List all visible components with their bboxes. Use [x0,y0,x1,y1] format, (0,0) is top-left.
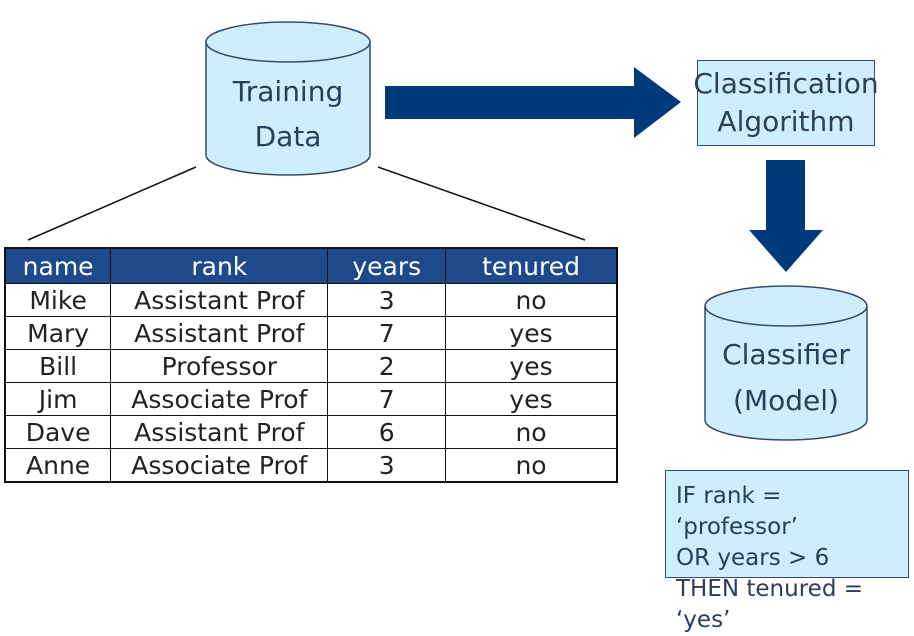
cell-tenured: no [445,448,617,482]
classifier-label-line2: (Model) [733,384,839,417]
cell-years: 6 [327,415,446,449]
column-header-years: years [327,248,446,284]
column-header-rank: rank [110,248,328,284]
cell-name: Mike [5,283,111,317]
cell-tenured: yes [445,382,617,416]
algorithm-label-line1: Classification [693,67,879,100]
cell-name: Bill [5,349,111,383]
column-header-tenured: tenured [445,248,617,284]
classifier-label-line1: Classifier [722,338,850,371]
cell-name: Dave [5,415,111,449]
cell-rank: Professor [110,349,328,383]
rule-line2: OR years > 6 [676,545,830,571]
column-header-name: name [5,248,111,284]
cell-tenured: yes [445,316,617,350]
table-row: Mike Assistant Prof 3 no [5,283,617,317]
table-row: Dave Assistant Prof 6 no [5,415,617,449]
connector-line-left [27,166,197,241]
table-row: Anne Associate Prof 3 no [5,448,617,482]
cell-tenured: no [445,283,617,317]
rule-line1: IF rank = ‘professor’ [676,483,798,540]
training-data-table: name rank years tenured Mike Assistant P… [4,247,618,483]
cell-name: Jim [5,382,111,416]
table-row: Jim Associate Prof 7 yes [5,382,617,416]
algorithm-label-line2: Algorithm [717,105,855,138]
table-row: Mary Assistant Prof 7 yes [5,316,617,350]
cell-rank: Assistant Prof [110,283,328,317]
rule-line3: THEN tenured = ‘yes’ [676,576,863,633]
diagram-canvas [27,21,868,441]
cell-rank: Associate Prof [110,382,328,416]
training-data-label-line1: Training [232,75,344,108]
cell-years: 7 [327,382,446,416]
classification-algorithm-box: Classification Algorithm [693,60,879,146]
arrow-right [385,67,681,138]
arrow-down [749,160,823,272]
classification-rule-box: IF rank = ‘professor’ OR years > 6 THEN … [665,470,909,633]
cell-years: 2 [327,349,446,383]
cell-tenured: no [445,415,617,449]
classifier-cylinder [704,285,868,441]
cell-rank: Associate Prof [110,448,328,482]
cell-years: 3 [327,283,446,317]
table-row: Bill Professor 2 yes [5,349,617,383]
cell-name: Mary [5,316,111,350]
cell-years: 3 [327,448,446,482]
cell-rank: Assistant Prof [110,316,328,350]
cell-name: Anne [5,448,111,482]
cell-rank: Assistant Prof [110,415,328,449]
cell-tenured: yes [445,349,617,383]
connector-line-right [377,166,586,241]
cell-years: 7 [327,316,446,350]
training-data-label-line2: Data [254,120,322,153]
table-header-row: name rank years tenured [5,248,617,284]
training-data-cylinder [205,21,371,176]
